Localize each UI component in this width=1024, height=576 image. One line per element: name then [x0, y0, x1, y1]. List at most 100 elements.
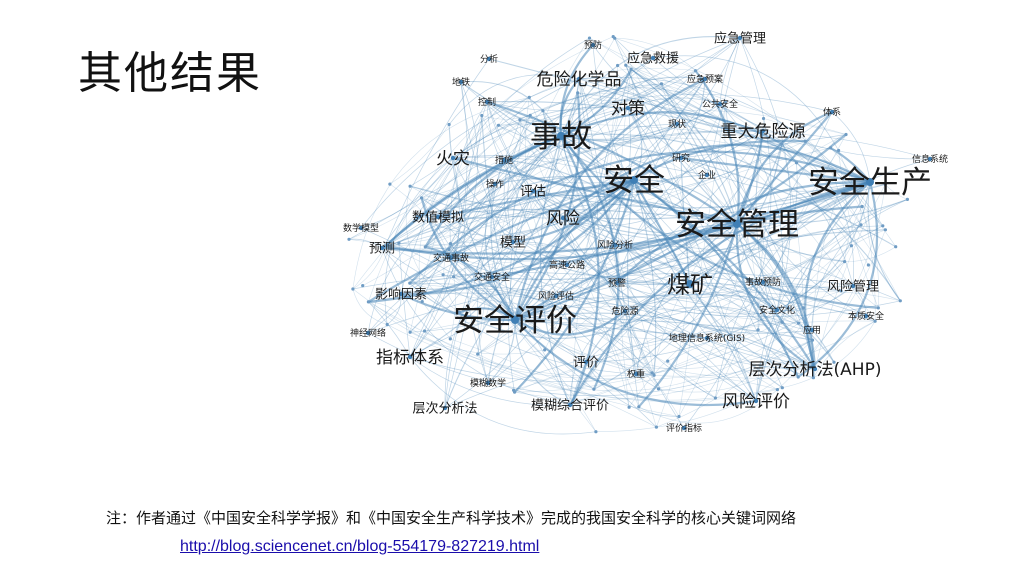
network-edge: [519, 92, 726, 129]
network-minor-node: [761, 116, 766, 121]
network-minor-node: [629, 67, 633, 71]
network-node-dot: [576, 76, 582, 82]
network-edge: [755, 199, 908, 402]
network-node-dot: [557, 132, 565, 140]
network-edge: [514, 293, 876, 322]
network-node-label: 影响因素: [375, 287, 427, 303]
network-edge: [385, 101, 726, 247]
network-edge: [348, 239, 778, 390]
network-minor-node: [627, 405, 631, 409]
network-edge: [571, 376, 778, 405]
network-edge: [400, 135, 562, 295]
network-edge: [348, 238, 383, 249]
network-edge: [348, 57, 654, 240]
network-edge: [360, 157, 454, 229]
network-edge: [689, 143, 783, 285]
network-edge: [513, 78, 706, 321]
network-minor-node: [351, 287, 355, 291]
network-edge: [595, 229, 886, 432]
network-edge: [706, 162, 798, 339]
network-edge: [544, 65, 618, 351]
network-edge: [437, 115, 483, 218]
network-edge: [755, 199, 908, 402]
network-edge: [477, 135, 562, 384]
network-edge: [624, 291, 867, 317]
network-edge: [656, 261, 845, 428]
network-edge: [398, 70, 696, 244]
network-edge: [367, 272, 854, 334]
network-edge: [448, 74, 580, 125]
network-edge: [352, 272, 778, 311]
network-edge: [658, 339, 813, 393]
network-minor-node: [786, 306, 790, 310]
network-edge: [437, 216, 571, 406]
network-edge: [637, 223, 739, 408]
network-edge: [782, 229, 886, 323]
network-edge: [409, 181, 871, 220]
network-minor-node: [905, 197, 910, 201]
network-edge: [735, 110, 833, 225]
network-minor-node: [756, 328, 760, 332]
network-edge: [477, 101, 726, 355]
network-edge: [368, 301, 411, 333]
network-node-dot: [704, 172, 710, 178]
network-minor-node: [496, 123, 501, 127]
source-link[interactable]: http://blog.sciencenet.cn/blog-554179-82…: [180, 538, 540, 555]
network-edge: [615, 37, 741, 284]
slide-title: 其他结果: [78, 48, 262, 99]
network-minor-node: [811, 376, 816, 380]
network-edge: [421, 301, 451, 340]
network-minor-node: [528, 113, 532, 117]
network-edge: [409, 296, 813, 358]
network-edge: [652, 57, 931, 160]
network-edge: [571, 329, 759, 405]
network-minor-node: [810, 338, 815, 342]
network-node-label: 现状: [668, 118, 686, 130]
network-node-label: 安全评价: [453, 303, 577, 339]
network-minor-node: [844, 132, 848, 137]
network-edge: [449, 101, 488, 244]
network-edge: [578, 78, 757, 402]
network-node-label: 层次分析法: [412, 401, 477, 417]
network-edge: [585, 261, 845, 363]
network-edge: [630, 69, 799, 324]
network-edge: [514, 310, 626, 336]
network-edge: [368, 301, 545, 355]
network-edge: [578, 78, 640, 407]
network-edge: [417, 208, 738, 225]
network-edge: [514, 339, 813, 400]
network-edge: [513, 139, 806, 321]
network-edge: [409, 157, 454, 187]
network-edge: [578, 78, 708, 176]
network-edge: [633, 78, 706, 181]
network-edge: [838, 192, 862, 226]
network-node-dot: [560, 215, 566, 221]
network-edge: [736, 223, 845, 263]
network-node-label: 交通安全: [474, 271, 510, 283]
network-node-dot: [686, 280, 694, 288]
network-edge: [867, 181, 901, 302]
network-edge: [680, 134, 847, 159]
network-node-dot: [866, 178, 874, 186]
network-minor-node: [476, 352, 480, 356]
network-node-dot: [863, 313, 869, 319]
network-edge: [487, 179, 635, 384]
network-edge: [529, 97, 659, 390]
network-edge: [444, 321, 783, 409]
network-node-label: 风险评价: [722, 392, 790, 412]
network-edge: [387, 324, 655, 379]
network-minor-node: [876, 306, 880, 310]
network-edge: [654, 320, 876, 377]
network-edge: [542, 87, 764, 132]
network-edge: [625, 64, 738, 225]
network-edge: [512, 241, 626, 312]
network-edge: [381, 247, 764, 325]
network-edge: [777, 184, 886, 390]
network-minor-node: [881, 224, 885, 228]
network-edge: [689, 282, 835, 363]
network-minor-node: [616, 63, 620, 68]
network-edge: [812, 192, 839, 378]
network-edge: [735, 223, 816, 370]
network-node-dot: [407, 354, 413, 360]
